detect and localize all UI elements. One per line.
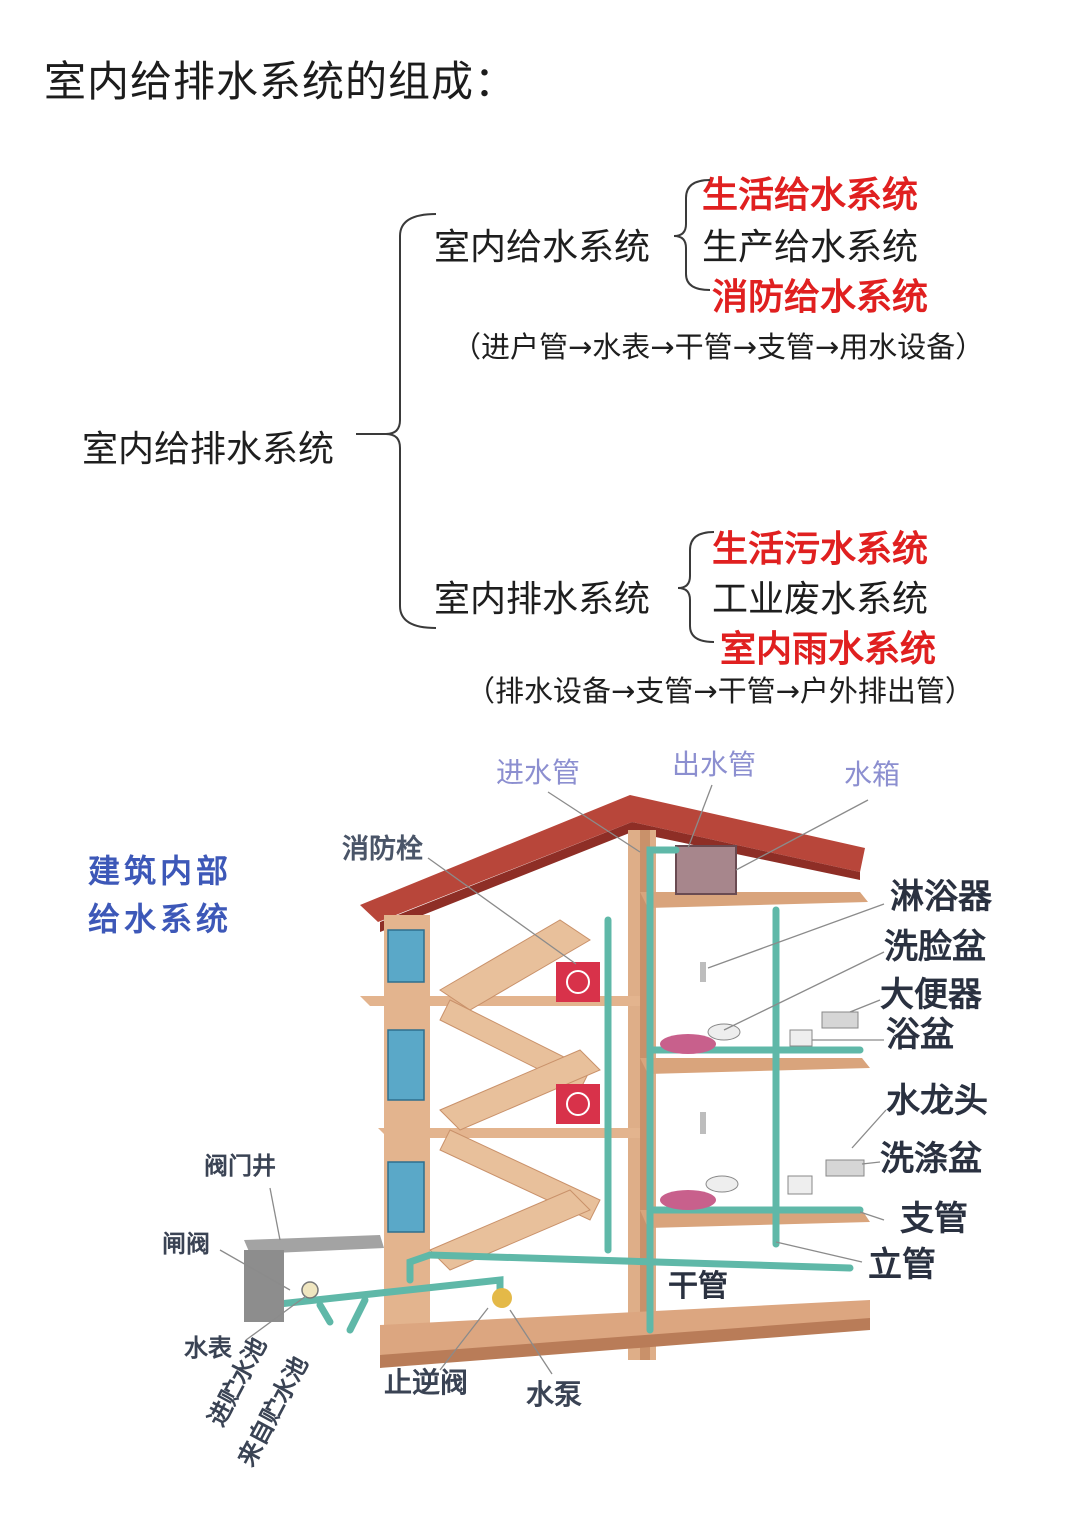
drainage-system-label: 室内排水系统: [434, 579, 651, 620]
leader-lines: [219, 784, 887, 1375]
floor-upper-right: [640, 1058, 870, 1074]
label-check-valve: 止逆阀: [384, 1366, 468, 1399]
label-faucet: 水龙头: [886, 1081, 988, 1121]
floor-slab-2: [378, 1128, 640, 1138]
label-valve-well: 阀门井: [204, 1151, 276, 1180]
label-sink: 洗涤盆: [880, 1139, 982, 1179]
supply-flow: （进户管→水表→干管→支管→用水设备）: [452, 330, 985, 364]
drainage-item-industrial: 工业废水系统: [712, 579, 929, 620]
fire-hydrant-box-upper: [556, 962, 600, 1002]
label-washbasin: 洗脸盆: [884, 927, 986, 967]
staircase: [429, 919, 601, 1271]
main-pipe: [426, 1251, 854, 1272]
to-tank-pipe: [316, 1301, 334, 1326]
label-outlet-pipe: 出水管: [672, 748, 756, 781]
label-shower: 淋浴器: [890, 877, 993, 917]
floor-attic: [640, 892, 868, 908]
supply-system-label: 室内给水系统: [434, 227, 651, 268]
water-tank: [675, 845, 737, 895]
label-water-meter: 水表: [184, 1333, 233, 1362]
drainage-item-domestic: 生活污水系统: [712, 529, 929, 570]
floor-lower-right: [640, 1210, 870, 1228]
page-title: 室内给排水系统的组成：: [44, 57, 518, 106]
valve-well: [244, 1235, 384, 1254]
diagram-heading-line2: 给水系统: [88, 900, 232, 938]
label-gate-valve: 闸阀: [162, 1229, 210, 1258]
label-bathtub: 浴盆: [886, 1015, 954, 1055]
label-pump: 水泵: [526, 1378, 582, 1411]
drainage-bracket: [677, 531, 715, 643]
pump: [492, 1288, 512, 1308]
fixtures: [660, 962, 865, 1210]
windows: [387, 929, 425, 1233]
drainage-item-rain: 室内雨水系统: [720, 629, 937, 670]
supply-bracket: [673, 179, 711, 291]
label-water-tank: 水箱: [844, 758, 900, 791]
label-toilet: 大便器: [880, 975, 983, 1015]
water-meter: [301, 1281, 319, 1299]
tree-root-label: 室内给排水系统: [82, 429, 335, 470]
supply-item-fire: 消防给水系统: [712, 277, 929, 318]
pump-line: [406, 1251, 434, 1284]
riser-main: [646, 846, 680, 1334]
building-diagram: 建筑内部 给水系统 进水管 出水管 水箱 消防栓 淋浴器 洗脸盆 大便器 浴盆 …: [88, 748, 993, 1471]
label-fire-hydrant: 消防栓: [342, 834, 423, 865]
supply-item-production: 生产给水系统: [702, 227, 919, 268]
label-inlet-pipe: 进水管: [496, 756, 580, 789]
roof: [360, 795, 865, 922]
from-tank-pipe: [346, 1296, 369, 1334]
label-main-pipe: 干管: [668, 1269, 728, 1304]
label-branch-pipe: 支管: [900, 1199, 968, 1239]
diagram-heading-line1: 建筑内部: [88, 852, 232, 890]
supply-item-living: 生活给水系统: [702, 175, 919, 216]
tree-brackets: [356, 179, 715, 643]
fire-hydrant-box-lower: [556, 1084, 600, 1124]
drainage-flow: （排水设备→支管→干管→户外排出管）: [466, 674, 974, 708]
root-bracket: [385, 213, 437, 629]
label-riser: 立管: [868, 1245, 936, 1285]
